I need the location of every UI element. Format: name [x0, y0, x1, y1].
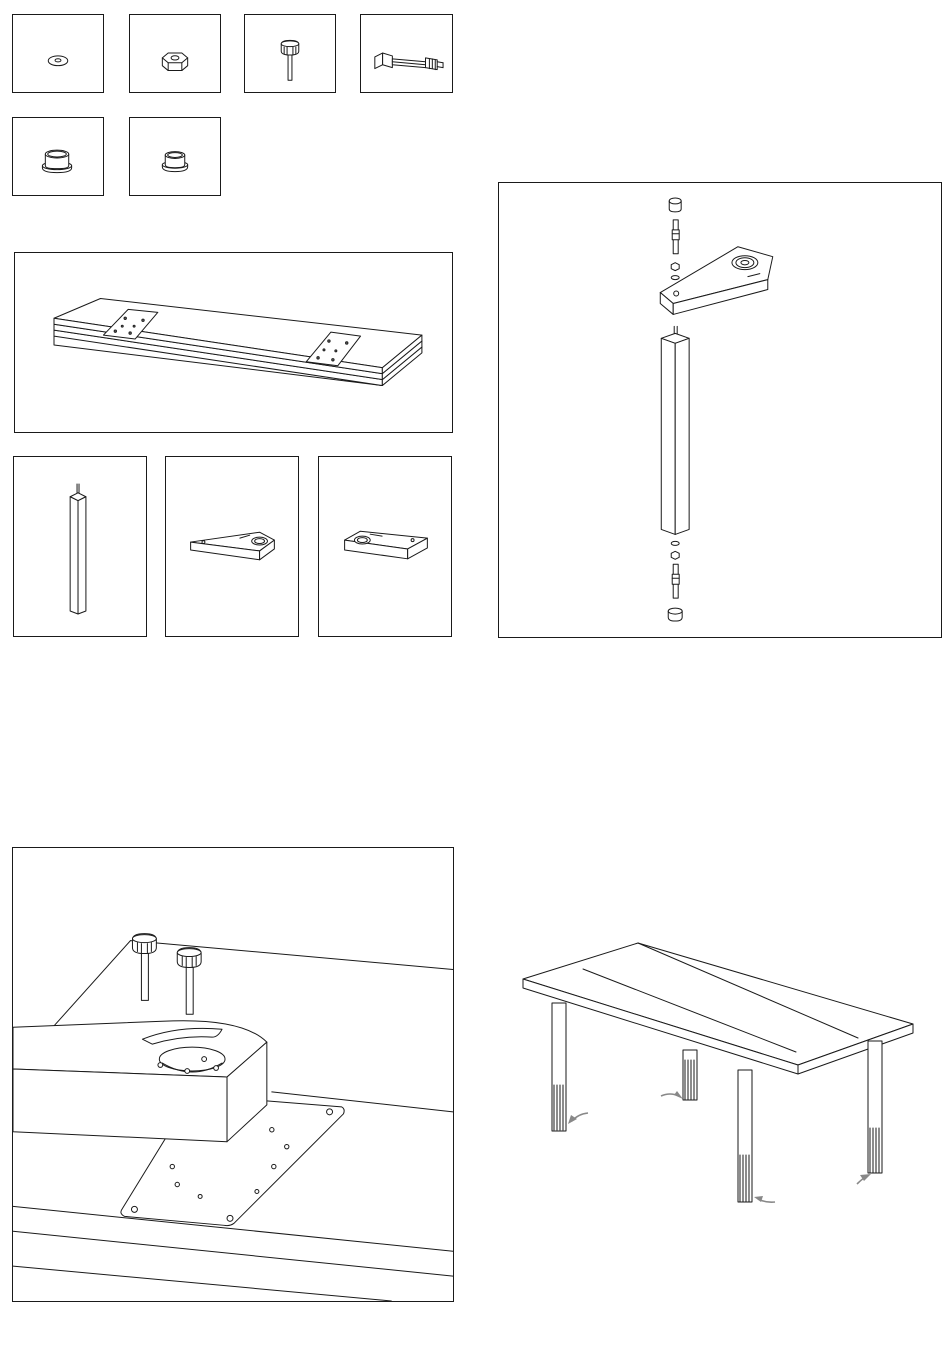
- part-box-leg: [13, 456, 147, 637]
- hex-nut-icon: [130, 15, 220, 92]
- bracket-to-plate-detail-diagram: [13, 848, 453, 1301]
- step-area-completed-table: [498, 920, 938, 1220]
- back-left-leg: [552, 1003, 566, 1131]
- washer-icon: [13, 15, 103, 92]
- part-box-cap-screw: [244, 14, 336, 93]
- part-box-bracket-left: [165, 456, 299, 637]
- corner-bracket-left-icon: [166, 457, 298, 636]
- part-box-small-glide: [129, 117, 221, 196]
- part-box-large-glide: [12, 117, 104, 196]
- part-box-washer: [12, 14, 104, 93]
- threaded-connector-bolt-icon: [361, 15, 452, 92]
- step-box-bracket-detail: [12, 847, 454, 1302]
- part-box-bracket-right: [318, 456, 452, 637]
- completed-table-diagram: [498, 920, 938, 1220]
- part-box-connector-bolt: [360, 14, 453, 93]
- back-right-leg: [683, 1050, 697, 1100]
- small-foot-glide-icon: [130, 118, 220, 195]
- step-box-leg-assembly: [498, 182, 942, 638]
- cap-screw-icon: [245, 15, 335, 92]
- front-left-leg: [738, 1070, 752, 1202]
- leg-exploded-assembly-diagram: [499, 183, 941, 637]
- corner-bracket-right-icon: [319, 457, 451, 636]
- front-right-leg: [868, 1041, 882, 1173]
- part-box-tabletop: [14, 252, 453, 433]
- tabletop-planks-icon: [15, 253, 452, 432]
- part-box-hex-nut: [129, 14, 221, 93]
- large-foot-glide-icon: [13, 118, 103, 195]
- square-leg-icon: [14, 457, 146, 636]
